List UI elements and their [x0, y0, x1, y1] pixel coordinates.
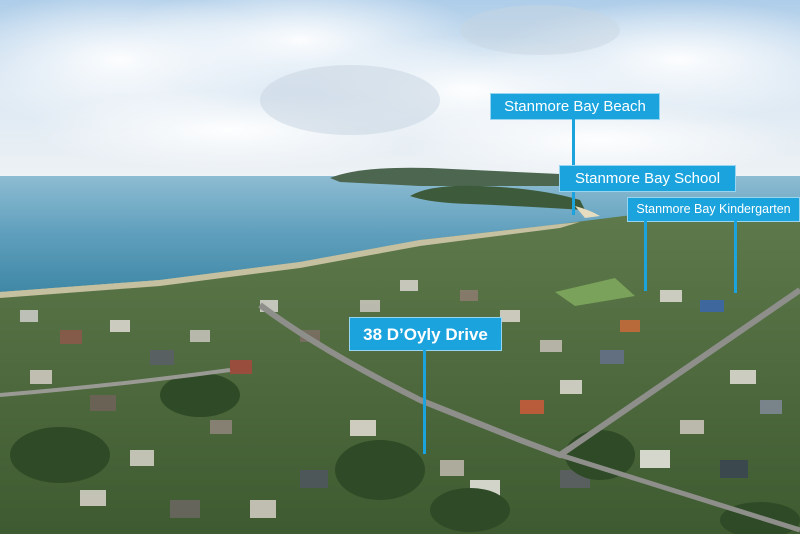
callout-stanmore-bay-school: Stanmore Bay School [559, 165, 736, 192]
leader-line-property [423, 350, 426, 454]
peninsula [410, 185, 585, 210]
beach-strip [0, 222, 580, 298]
trees [10, 373, 800, 534]
sea [0, 176, 800, 292]
callout-stanmore-bay-beach: Stanmore Bay Beach [490, 93, 660, 120]
side-road [0, 368, 231, 397]
callout-label: 38 D’Oyly Drive [363, 324, 488, 344]
leader-line-school [644, 221, 647, 291]
callout-label: Stanmore Bay Beach [504, 98, 646, 115]
callout-label: Stanmore Bay Kindergarten [636, 202, 791, 217]
clouds [0, 0, 800, 178]
callout-label: Stanmore Bay School [574, 170, 721, 187]
callout-stanmore-bay-kindergarten: Stanmore Bay Kindergarten [627, 197, 800, 222]
leader-line-kindergarten [734, 221, 737, 293]
distant-headland [330, 167, 560, 186]
school-field [555, 278, 635, 306]
callout-property-address: 38 D’Oyly Drive [349, 317, 502, 351]
cross-road [559, 452, 800, 533]
